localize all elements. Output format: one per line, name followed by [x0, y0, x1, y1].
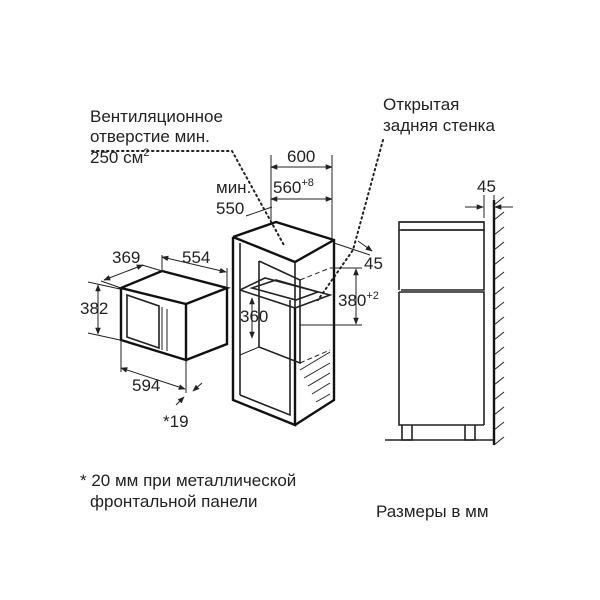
ext-line-45: [333, 242, 371, 256]
footnote-line1: * 20 мм при металлической: [80, 471, 296, 490]
dim-line-550: [245, 206, 273, 217]
cabinet-front-outline: [231, 237, 297, 427]
dim-554-label: 554: [182, 248, 210, 267]
ext-line-369a: [100, 280, 122, 289]
side-cabinet-niche: [401, 229, 485, 291]
open-back-label-line2: задняя стенка: [383, 116, 495, 135]
niche-shelf-opening: [249, 279, 321, 301]
dim-382-label: 382: [80, 299, 108, 318]
open-back-label-line1: Открытая: [383, 95, 459, 114]
niche-inner-front: [239, 300, 291, 417]
dim-380-label: 380+2: [338, 290, 379, 310]
dim-niche-width: 600 560+8: [270, 147, 333, 240]
countertop: [398, 221, 485, 231]
dim-560-label: 560+8: [273, 177, 314, 197]
cabinet-top-front-edge: [232, 235, 335, 264]
dim-niche-right: 45 380+2: [300, 240, 383, 326]
side-cabinet-body: [398, 230, 485, 426]
ventilation-label-line1: Вентиляционное: [90, 107, 223, 126]
ventilation-label-line2: отверстие мин.: [90, 127, 210, 146]
dim-360-label: 360: [240, 307, 268, 326]
niche-hidden-edges: [299, 267, 331, 364]
ventilation-leader-line: [91, 150, 286, 248]
appliance-door-window: [126, 293, 160, 350]
ventilation-label: Вентиляционное отверстие мин. 250 см2: [90, 107, 223, 167]
ventilation-label-line3: 250 см2: [90, 147, 149, 167]
dim-594-label: 594: [132, 376, 160, 395]
appliance-side: [185, 288, 229, 362]
appliance-box: [117, 269, 231, 362]
ext-line-382b: [87, 332, 121, 341]
wall-hatch: [493, 196, 505, 446]
dim-550-label: 550: [216, 199, 244, 218]
units-note: Размеры в мм: [376, 502, 489, 521]
appliance-control-panel: [161, 307, 168, 351]
dim-min-label: мин.: [216, 178, 251, 197]
niche-floor-edge: [239, 346, 260, 356]
dim-line-19a: [175, 396, 185, 406]
open-back-leader-line: [317, 139, 384, 301]
dim-369-label: 369: [112, 248, 140, 267]
open-back-label: Открытая задняя стенка: [383, 95, 495, 135]
dim-line-369: [103, 264, 144, 281]
dim-line-554: [161, 255, 227, 274]
side-cabinet-feet: [401, 425, 476, 441]
cabinet-niche: [231, 220, 336, 427]
dim-niche-height: 360: [240, 297, 268, 339]
dim-19-label: *19: [163, 412, 189, 431]
dim-wall-gap-label: 45: [477, 177, 496, 196]
appliance-front: [119, 288, 188, 362]
dim-600-label: 600: [287, 147, 315, 166]
niche-shelf: [239, 277, 333, 309]
dim-line-19b: [192, 382, 203, 392]
cabinet-hatch: [299, 351, 331, 403]
dim-niche-depth: мин. 550: [216, 178, 273, 218]
ext-line-369b: [141, 264, 163, 272]
dim-line-594: [120, 367, 186, 390]
ext-line-382a: [87, 281, 121, 290]
dim-appliance: 369 554 382 594 *19: [80, 248, 228, 431]
dim-45-label: 45: [364, 254, 383, 273]
dim-line-45a: [357, 240, 373, 252]
side-view: 45: [385, 177, 513, 446]
footnote-line2: фронтальной панели: [90, 492, 258, 511]
